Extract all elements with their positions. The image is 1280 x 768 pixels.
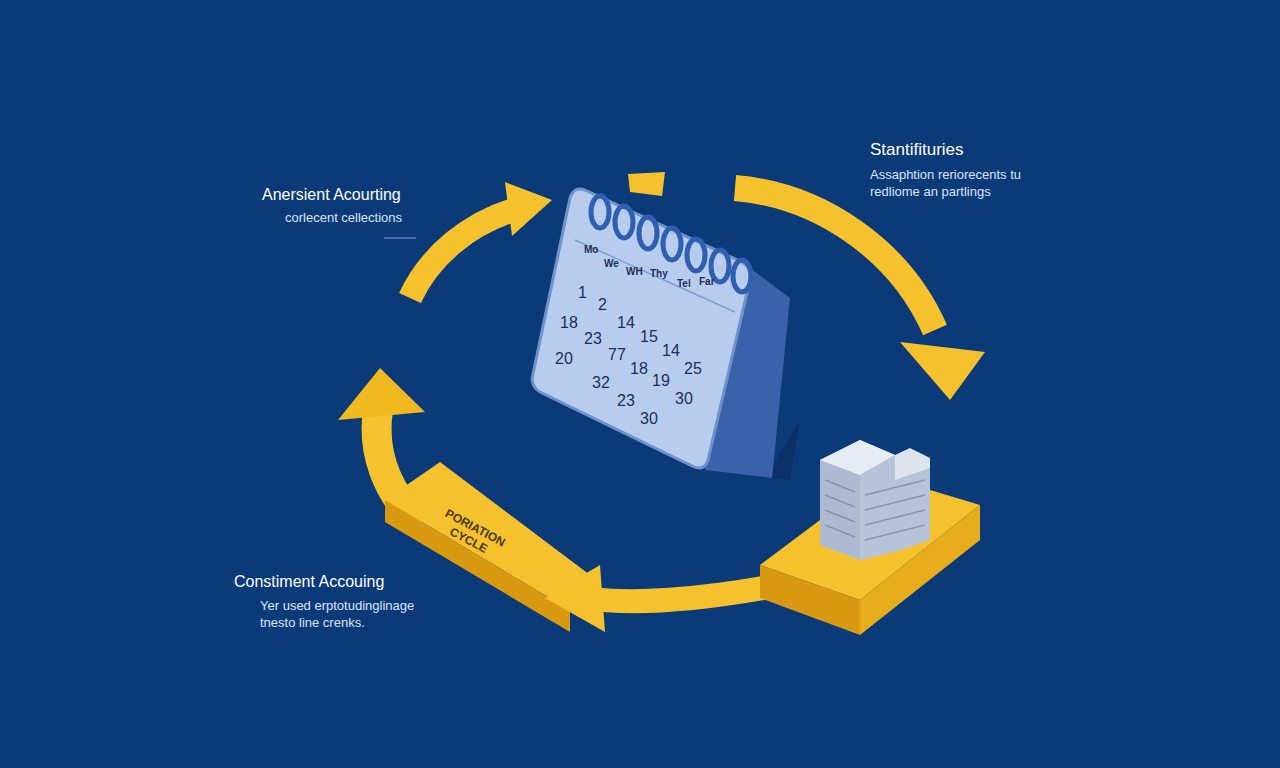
calendar-day: 23: [584, 330, 602, 348]
calendar-day: 25: [684, 360, 702, 378]
calendar-day: 1: [578, 284, 587, 302]
section-note: Assaphtion reriorecents tu redliome an p…: [870, 166, 1030, 200]
calendar-day: 18: [560, 314, 578, 332]
weekday-header: We: [604, 258, 619, 269]
section-note: corlecent cellections: [285, 210, 402, 225]
section-heading: Anersient Acourting: [262, 186, 401, 204]
calendar-day: 14: [662, 342, 680, 360]
calendar-day: 18: [630, 360, 648, 378]
section-heading: Stantifituries: [870, 140, 964, 160]
calendar-day: 23: [617, 392, 635, 410]
calendar-day: 32: [592, 374, 610, 392]
weekday-header: Tel: [677, 278, 691, 289]
weekday-header: Thy: [650, 268, 668, 279]
weekday-header: WH: [626, 266, 643, 277]
calendar-day: 30: [675, 390, 693, 408]
section-note: Yer used erptotudinglinage tnesto line c…: [260, 597, 425, 631]
calendar-day: 2: [598, 296, 607, 314]
calendar-day: 20: [555, 350, 573, 368]
calendar-day: 19: [652, 372, 670, 390]
weekday-header: Mo: [584, 244, 598, 255]
weekday-header: Far: [699, 276, 715, 287]
calendar-day: 77: [608, 346, 626, 364]
section-heading: Constiment Accouing: [234, 573, 384, 591]
calendar-day: 30: [640, 410, 658, 428]
calendar-day: 15: [640, 328, 658, 346]
calendar-day: 14: [617, 314, 635, 332]
